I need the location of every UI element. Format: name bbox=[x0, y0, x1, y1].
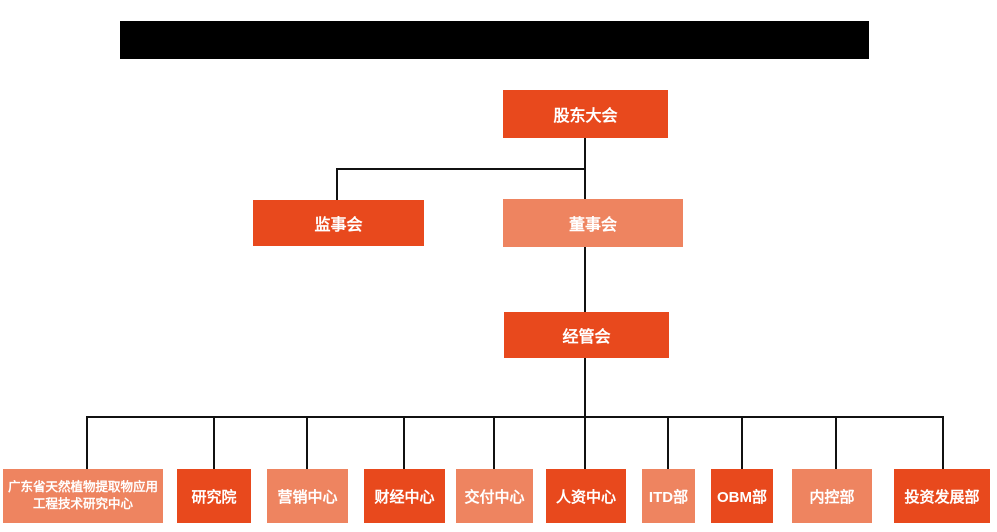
connector-drop-dept-10 bbox=[942, 416, 944, 470]
node-dept-finance-center: 财经中心 bbox=[364, 469, 445, 523]
node-management-committee: 经管会 bbox=[504, 312, 669, 358]
node-label: 监事会 bbox=[314, 217, 363, 234]
connector-drop-dept-4 bbox=[403, 416, 405, 470]
connector-management-to-departments bbox=[584, 358, 586, 470]
node-dept-investment-development: 投资发展部 bbox=[894, 469, 990, 523]
node-label: 交付中心 bbox=[464, 488, 525, 506]
node-label: ITD部 bbox=[648, 488, 689, 506]
connector-branch-horizontal bbox=[336, 168, 586, 170]
connector-drop-dept-5 bbox=[493, 416, 495, 470]
connector-drop-dept-8 bbox=[741, 416, 743, 470]
connector-board-to-management bbox=[584, 247, 586, 312]
node-label: 广东省天然植物提取物应用工程技术研究中心 bbox=[7, 480, 158, 511]
redacted-title-bar bbox=[120, 21, 869, 59]
connector-drop-dept-9 bbox=[835, 416, 837, 470]
connector-drop-dept-3 bbox=[306, 416, 308, 470]
connector-drop-dept-2 bbox=[213, 416, 215, 470]
node-dept-itd: ITD部 bbox=[642, 469, 695, 523]
node-supervisory-board: 监事会 bbox=[253, 200, 424, 246]
node-dept-research-institute: 研究院 bbox=[177, 469, 251, 523]
node-label: 投资发展部 bbox=[904, 488, 980, 506]
connector-drop-dept-1 bbox=[86, 416, 88, 470]
node-dept-obm: OBM部 bbox=[711, 469, 773, 523]
node-label: OBM部 bbox=[717, 488, 767, 506]
node-dept-internal-control: 内控部 bbox=[792, 469, 872, 523]
node-dept-gd-plant-extract-research-center: 广东省天然植物提取物应用工程技术研究中心 bbox=[3, 469, 163, 523]
connector-branch-to-supervisory bbox=[336, 168, 338, 200]
node-label: 财经中心 bbox=[374, 488, 435, 506]
node-board-of-directors: 董事会 bbox=[503, 199, 683, 247]
connector-departments-horizontal bbox=[86, 416, 944, 418]
node-label: 经管会 bbox=[562, 329, 611, 346]
node-label: 股东大会 bbox=[553, 108, 618, 125]
node-shareholders-meeting: 股东大会 bbox=[503, 90, 668, 138]
node-dept-marketing-center: 营销中心 bbox=[267, 469, 348, 523]
node-label: 董事会 bbox=[568, 217, 617, 234]
connector-drop-dept-7 bbox=[667, 416, 669, 470]
node-dept-hr-center: 人资中心 bbox=[546, 469, 626, 523]
node-label: 内控部 bbox=[809, 488, 855, 506]
node-dept-delivery-center: 交付中心 bbox=[456, 469, 533, 523]
node-label: 研究院 bbox=[191, 488, 237, 506]
node-label: 人资中心 bbox=[555, 488, 616, 506]
node-label: 营销中心 bbox=[277, 488, 338, 506]
